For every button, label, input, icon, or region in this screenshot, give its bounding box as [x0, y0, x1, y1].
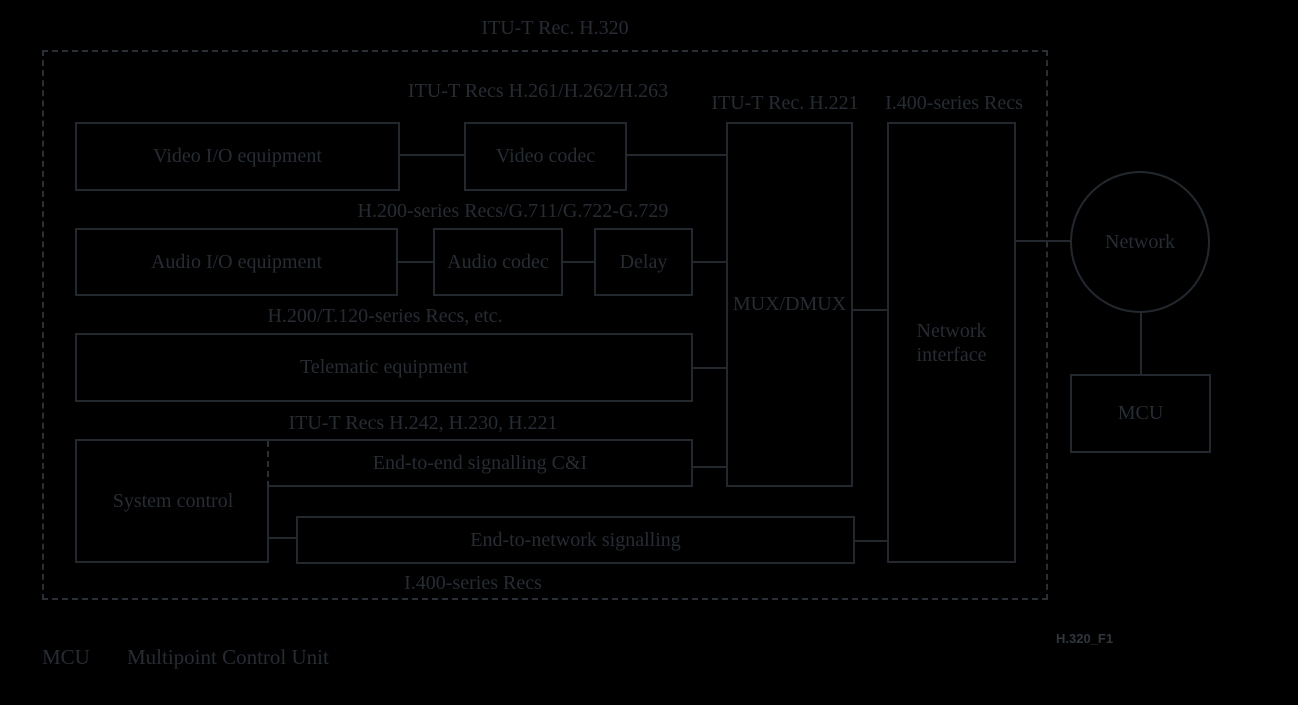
mcu-label: MCU	[1117, 402, 1164, 424]
connector-endtonetwork-networkinterface	[855, 540, 887, 542]
connector-audiocodec-delay	[563, 261, 594, 263]
audio-io-label: Audio I/O equipment	[150, 250, 323, 273]
connector-audioio-audiocodec	[398, 261, 433, 263]
annotation-i400-bottom: I.400-series Recs	[404, 572, 542, 594]
legend-meaning: Multipoint Control Unit	[127, 645, 329, 669]
connector-endtoend-mux	[693, 466, 726, 468]
connector-networkinterface-network	[1016, 240, 1070, 242]
legend-abbr: MCU	[42, 645, 90, 669]
connector-delay-mux	[693, 261, 726, 263]
network-interface-box: Network interface	[887, 122, 1016, 563]
figure-id: H.320_F1	[1056, 631, 1114, 646]
delay-box: Delay	[594, 228, 693, 296]
end-to-network-signalling-label: End-to-network signalling	[470, 528, 681, 551]
terminal-boundary-dashed-box	[42, 50, 1048, 600]
delay-label: Delay	[619, 250, 668, 273]
connector-network-mcu	[1140, 313, 1142, 374]
mux-dmux-label: MUX/DMUX	[732, 293, 847, 315]
end-to-network-signalling-box: End-to-network signalling	[296, 516, 855, 564]
network-circle: Network	[1070, 171, 1210, 313]
video-io-box: Video I/O equipment	[75, 122, 400, 191]
annotation-audio-recs: H.200-series Recs/G.711/G.722-G.729	[357, 200, 669, 222]
audio-io-box: Audio I/O equipment	[75, 228, 398, 296]
network-label: Network	[1105, 230, 1175, 253]
annotation-video-recs: ITU-T Recs H.261/H.262/H.263	[407, 80, 669, 102]
connector-telematic-mux	[693, 367, 726, 369]
system-control-endtoend-dashed-edge	[267, 441, 269, 487]
video-io-label: Video I/O equipment	[153, 145, 322, 167]
annotation-telematic-recs: H.200/T.120-series Recs, etc.	[267, 305, 503, 327]
connector-mux-networkinterface	[853, 309, 887, 311]
annotation-mux-rec: ITU-T Rec. H.221	[711, 92, 859, 114]
system-control-label: System control	[112, 489, 234, 512]
system-control-box: System control	[75, 439, 269, 563]
system-control-right-edge	[267, 487, 269, 563]
annotation-network-interface-recs: I.400-series Recs	[885, 92, 1023, 114]
video-codec-box: Video codec	[464, 122, 627, 191]
video-codec-label: Video codec	[495, 145, 596, 167]
connector-videoio-videocodec	[400, 154, 464, 156]
audio-codec-label: Audio codec	[447, 250, 549, 273]
telematic-box: Telematic equipment	[75, 333, 693, 402]
diagram-title: ITU-T Rec. H.320	[481, 17, 629, 39]
telematic-label: Telematic equipment	[300, 356, 468, 378]
end-to-end-signalling-box: End-to-end signalling C&I	[269, 439, 693, 487]
network-interface-label: Network interface	[916, 319, 987, 366]
annotation-control-recs: ITU-T Recs H.242, H.230, H.221	[288, 412, 558, 434]
end-to-end-signalling-label: End-to-end signalling C&I	[372, 451, 588, 474]
connector-videocodec-mux	[627, 154, 726, 156]
connector-systemcontrol-endtonetwork	[269, 537, 296, 539]
mux-dmux-box: MUX/DMUX	[726, 122, 853, 487]
mcu-box: MCU	[1070, 374, 1211, 453]
audio-codec-box: Audio codec	[433, 228, 563, 296]
